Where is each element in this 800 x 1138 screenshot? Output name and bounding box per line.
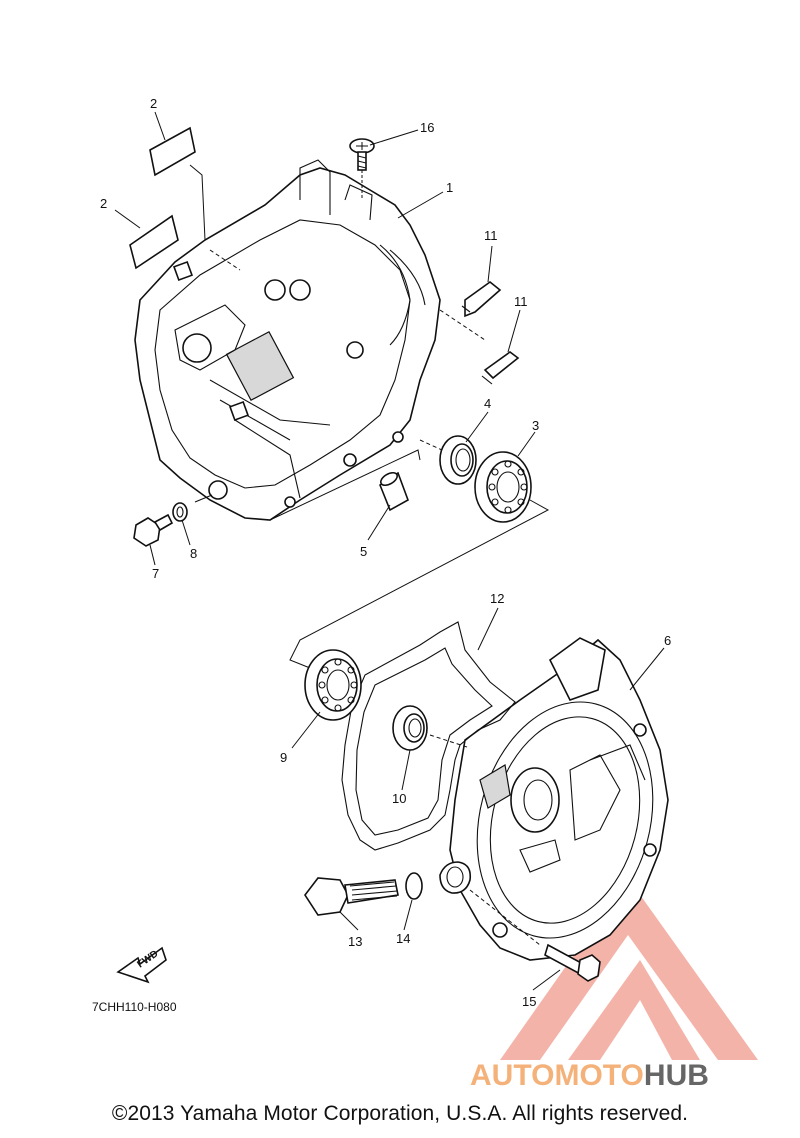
wordmark-auto-moto: AUTOMOTO xyxy=(470,1059,644,1092)
o-ring-15 xyxy=(405,872,423,900)
gasket-12 xyxy=(341,621,516,851)
callout-5: 5 xyxy=(360,544,367,559)
bearing-3 xyxy=(474,451,532,523)
callout-13: 15 xyxy=(522,994,536,1009)
screw-16 xyxy=(349,138,375,198)
callout-2a: 2 xyxy=(150,96,157,111)
callout-8: 8 xyxy=(190,546,197,561)
drain-bolt-7 xyxy=(133,513,174,547)
clip-11b xyxy=(481,351,520,385)
label-sticker-2b xyxy=(129,214,179,270)
fwd-arrow-icon: FWD xyxy=(116,946,167,984)
callout-11b: 11 xyxy=(514,294,528,309)
automotohub-wordmark: AUTOMOTOHUB xyxy=(470,1059,709,1092)
wordmark-hub: HUB xyxy=(644,1059,709,1092)
copyright-notice: ©2013 Yamaha Motor Corporation, U.S.A. A… xyxy=(111,1102,689,1125)
callout-10: 10 xyxy=(392,791,406,806)
callout-11a: 11 xyxy=(484,228,498,243)
clip-11a xyxy=(461,280,502,318)
callout-numbers: 2 2 16 1 11 11 4 3 5 7 8 12 6 9 10 13 14… xyxy=(100,96,671,1009)
label-sticker-2a xyxy=(149,126,196,177)
washer-8 xyxy=(172,502,188,522)
dipstick-14 xyxy=(304,877,399,916)
callout-6: 6 xyxy=(664,633,671,648)
callout-12: 12 xyxy=(490,591,504,606)
leader-lines-lower xyxy=(291,607,665,991)
svg-text:AUTOMOTOHUB: AUTOMOTOHUB xyxy=(470,1059,709,1092)
callout-15: 14 xyxy=(396,931,410,946)
callout-2b: 2 xyxy=(100,196,107,211)
oil-seal-4 xyxy=(439,435,477,485)
crankcase-cover xyxy=(439,637,669,961)
bearing-9 xyxy=(304,649,362,721)
callout-1: 1 xyxy=(446,180,453,195)
bolt-13 xyxy=(544,943,601,982)
callout-3: 3 xyxy=(532,418,539,433)
callout-16: 16 xyxy=(420,120,434,135)
oil-seal-10 xyxy=(392,705,428,751)
crankcase-body xyxy=(134,159,441,521)
dowel-5 xyxy=(379,471,409,512)
callout-4: 4 xyxy=(484,396,491,411)
leader-lines-upper xyxy=(114,111,550,669)
diagram-part-code: 7CHH110-H080 xyxy=(92,1000,177,1014)
callout-14: 13 xyxy=(348,934,362,949)
callout-7: 7 xyxy=(152,566,159,581)
automotohub-logo xyxy=(500,878,758,1060)
callout-9: 9 xyxy=(280,750,287,765)
